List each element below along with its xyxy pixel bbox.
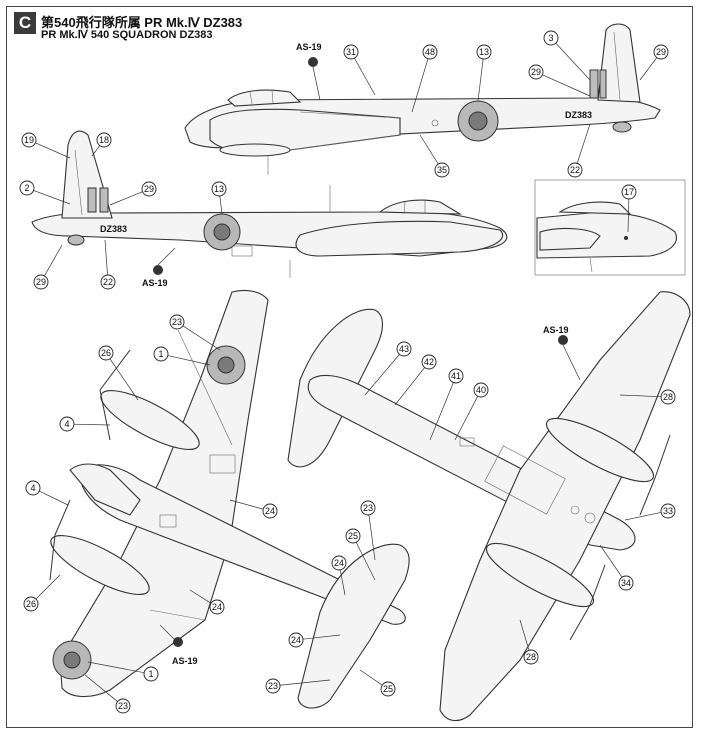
- callout-number: 26: [101, 348, 111, 358]
- callout-2-1: 2: [19, 180, 71, 205]
- callout-26-1: 26: [98, 345, 139, 401]
- plan-view-bottom: AS-19: [287, 291, 691, 722]
- as19-label-2: AS-19: [142, 278, 168, 288]
- callout-number: 23: [172, 317, 182, 327]
- as19-label-3: AS-19: [172, 656, 198, 666]
- callout-number: 19: [24, 135, 34, 145]
- as19-label-1: AS-19: [296, 42, 322, 52]
- callout-31-1: 31: [343, 44, 376, 96]
- callout-24-1: 24: [229, 499, 278, 519]
- callout-19-1: 19: [21, 132, 71, 159]
- callout-number: 48: [425, 47, 435, 57]
- callout-number: 23: [268, 681, 278, 691]
- callout-29-2: 29: [528, 64, 591, 97]
- callout-24-2: 24: [189, 589, 225, 615]
- section-badge: C: [14, 12, 36, 34]
- callout-24-3: 24: [331, 555, 347, 596]
- callout-number: 25: [383, 684, 393, 694]
- callout-number: 13: [214, 184, 224, 194]
- callout-number: 22: [570, 165, 580, 175]
- callout-number: 28: [663, 392, 673, 402]
- callout-number: 24: [334, 558, 344, 568]
- callout-22-2: 22: [100, 239, 116, 290]
- callout-23-2: 23: [84, 674, 131, 714]
- callout-number: 18: [99, 135, 109, 145]
- callout-number: 23: [118, 701, 128, 711]
- callout-number: 24: [212, 602, 222, 612]
- serial-left-side: DZ383: [100, 224, 127, 234]
- callout-13-2: 13: [211, 181, 227, 215]
- as19-label-4: AS-19: [543, 325, 569, 335]
- callout-number: 13: [479, 47, 489, 57]
- callout-18-1: 18: [91, 132, 112, 157]
- callout-number: 2: [24, 183, 29, 193]
- callout-number: 29: [144, 184, 154, 194]
- callout-number: 40: [476, 385, 486, 395]
- callout-number: 3: [548, 33, 553, 43]
- callout-number: 29: [36, 277, 46, 287]
- callout-25-2: 25: [359, 669, 396, 697]
- callout-number: 23: [363, 503, 373, 513]
- callout-34-1: 34: [599, 544, 634, 591]
- callout-number: 26: [26, 599, 36, 609]
- callout-33-1: 33: [624, 503, 676, 521]
- callout-4-1: 4: [59, 416, 111, 432]
- callout-43-1: 43: [364, 341, 412, 396]
- title-japanese: 第540飛行隊所属 PR Mk.Ⅳ DZ383: [41, 15, 243, 30]
- callout-number: 24: [291, 635, 301, 645]
- callout-number: 35: [437, 165, 447, 175]
- callout-number: 1: [158, 349, 163, 359]
- callout-23-4: 23: [265, 678, 331, 694]
- callout-1-2: 1: [87, 661, 159, 682]
- callout-number: 28: [526, 652, 536, 662]
- callout-number: 43: [399, 344, 409, 354]
- callout-number: 29: [656, 47, 666, 57]
- callout-number: 29: [531, 67, 541, 77]
- callout-number: 4: [64, 419, 69, 429]
- callout-number: 31: [346, 47, 356, 57]
- page-frame: [6, 6, 693, 728]
- callout-25-1: 25: [345, 528, 376, 581]
- callout-23-1: 23: [169, 314, 221, 351]
- side-view-left: DZ383 AS-19: [31, 130, 508, 288]
- nose-detail-view: [534, 179, 686, 276]
- callout-41-1: 41: [429, 368, 464, 441]
- callout-28-1: 28: [619, 389, 676, 405]
- callout-number: 33: [663, 506, 673, 516]
- callout-23-3: 23: [360, 500, 376, 561]
- callout-number: 17: [624, 187, 634, 197]
- callout-number: 1: [148, 669, 153, 679]
- callout-number: 25: [348, 531, 358, 541]
- callout-26-2: 26: [23, 574, 61, 612]
- callout-3-1: 3: [543, 30, 591, 81]
- callout-number: 22: [103, 277, 113, 287]
- callout-number: 41: [451, 371, 461, 381]
- plan-view-top: AS-19: [49, 289, 410, 709]
- serial-right-side: DZ383: [565, 110, 592, 120]
- callout-28-2: 28: [519, 619, 539, 665]
- callout-4-2: 4: [25, 480, 69, 506]
- callout-number: 34: [621, 578, 631, 588]
- callout-1-1: 1: [153, 346, 211, 366]
- callout-35-1: 35: [419, 134, 450, 178]
- callout-24-4: 24: [288, 632, 341, 648]
- callout-29-4: 29: [33, 244, 63, 290]
- callout-number: 42: [424, 357, 434, 367]
- callout-40-1: 40: [454, 382, 489, 441]
- callout-29-3: 29: [109, 181, 157, 206]
- callout-number: 4: [30, 483, 35, 493]
- callout-13-1: 13: [476, 44, 492, 102]
- callout-number: 24: [265, 506, 275, 516]
- callout-42-1: 42: [394, 354, 437, 406]
- side-view-right: DZ383 AS-19: [184, 23, 661, 175]
- callout-29-1: 29: [639, 44, 669, 81]
- callout-22-1: 22: [567, 123, 591, 178]
- callout-17-1: 17: [621, 184, 637, 233]
- callout-48-1: 48: [411, 44, 438, 113]
- title-english: PR Mk.Ⅳ 540 SQUADRON DZ383: [41, 29, 213, 41]
